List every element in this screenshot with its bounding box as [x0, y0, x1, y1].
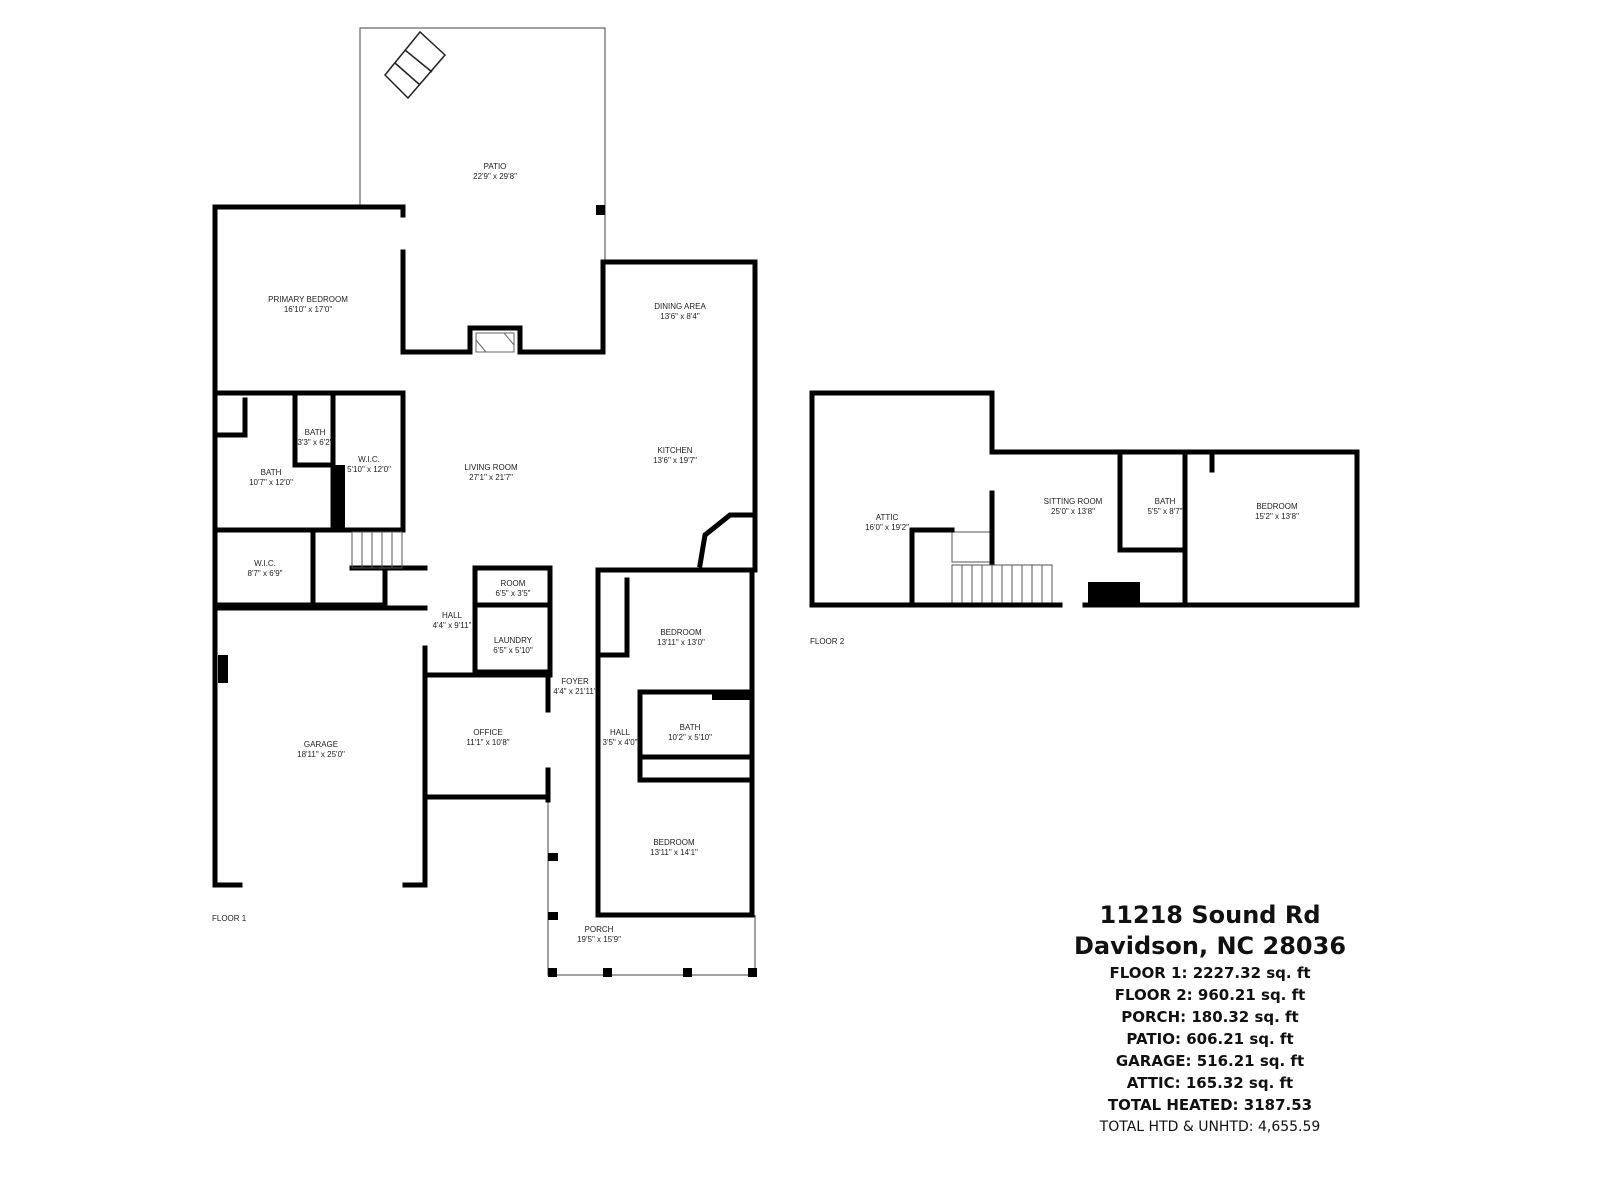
stat-attic: ATTIC: 165.32 sq. ft — [1126, 1074, 1294, 1092]
stat-floor-2: FLOOR 2: 960.21 sq. ft — [1114, 986, 1306, 1004]
stat-patio: PATIO: 606.21 sq. ft — [1126, 1030, 1294, 1048]
room-name: W.I.C. — [254, 559, 276, 568]
stat-garage: GARAGE: 516.21 sq. ft — [1115, 1052, 1305, 1070]
room-name: BATH — [679, 723, 701, 732]
room-dims: 4'4" x 9'11" — [432, 621, 472, 630]
room-dims: 13'11" x 13'0" — [657, 638, 705, 647]
room-dims: 5'5" x 8'7" — [1147, 507, 1183, 516]
stat-floor-1: FLOOR 1: 2227.32 sq. ft — [1109, 964, 1311, 982]
room-name: BATH — [304, 428, 326, 437]
floor-2-label: FLOOR 2 — [810, 637, 845, 646]
room-name: HALL — [609, 728, 631, 737]
walls-floor-2 — [809, 390, 1360, 608]
room-dims: 4'4" x 21'11" — [553, 687, 597, 696]
thin-outlines — [359, 27, 756, 976]
room-label-wic: W.I.C.8'7" x 6'9" — [248, 559, 283, 579]
room-dims: 13'6" x 19'7" — [653, 456, 697, 465]
room-name: BEDROOM — [653, 838, 695, 847]
room-dims: 25'0" x 13'8" — [1051, 507, 1095, 516]
room-dims: 13'11" x 14'1" — [650, 848, 698, 857]
room-dims: 13'6" x 8'4" — [660, 312, 700, 321]
room-name: SITTING ROOM — [1043, 497, 1103, 506]
room-name: PRIMARY BEDROOM — [268, 295, 348, 304]
room-dims: 11'1" x 10'8" — [466, 738, 510, 747]
solid-blocks — [218, 205, 1140, 977]
room-name: ROOM — [500, 579, 526, 588]
stat-total-heated: TOTAL HEATED: 3187.53 — [1107, 1096, 1313, 1114]
room-name: BEDROOM — [1256, 502, 1298, 511]
stairs — [351, 531, 1053, 606]
room-dims: 16'0" x 19'2" — [865, 523, 909, 532]
room-dims: 5'10" x 12'0" — [347, 465, 391, 474]
room-name: ATTIC — [875, 513, 899, 522]
room-name: W.I.C. — [358, 455, 380, 464]
room-name: DINING AREA — [654, 302, 706, 311]
stat-total-all: TOTAL HTD & UNHTD: 4,655.59 — [1099, 1119, 1321, 1135]
room-name: HALL — [441, 611, 462, 620]
floor-1-label: FLOOR 1 — [212, 914, 247, 923]
room-dims: 3'3" x 6'2" — [297, 438, 333, 447]
room-dims: 8'7" x 6'9" — [247, 569, 283, 578]
room-dims: 6'5" x 3'5" — [495, 589, 531, 598]
room-dims: 18'11" x 25'0" — [297, 750, 345, 759]
address-line-1: 11218 Sound Rd — [1099, 901, 1321, 929]
room-name: BEDROOM — [660, 628, 702, 637]
room-name: BATH — [1154, 497, 1176, 506]
room-dims: 3'5" x 4'0" — [602, 738, 638, 747]
room-name: PATIO — [483, 162, 507, 171]
room-name: PORCH — [584, 925, 614, 934]
room-name: FOYER — [561, 677, 589, 686]
room-dims: 27'1" x 21'7" — [469, 473, 513, 482]
fireplace-hatch — [475, 332, 515, 353]
room-dims: 15'2" x 13'8" — [1255, 512, 1299, 521]
property-summary: 11218 Sound Rd Davidson, NC 28036 FLOOR … — [1060, 900, 1360, 1138]
address-line-2: Davidson, NC 28036 — [1073, 932, 1347, 960]
room-dims: 10'7" x 12'0" — [249, 478, 293, 487]
room-name: OFFICE — [473, 728, 503, 737]
room-dims: 19'5" x 15'9" — [577, 935, 621, 944]
walls-floor-1 — [212, 204, 758, 918]
room-dims: 6'5" x 5'10" — [493, 646, 533, 655]
room-name: LAUNDRY — [493, 636, 533, 645]
room-dims: 10'2" x 5'10" — [668, 733, 712, 742]
room-name: GARAGE — [303, 740, 339, 749]
room-name: BATH — [260, 468, 282, 477]
room-name: LIVING ROOM — [464, 463, 518, 472]
stat-porch: PORCH: 180.32 sq. ft — [1121, 1008, 1299, 1026]
room-dims: 22'9" x 29'8" — [473, 172, 517, 181]
room-name: KITCHEN — [657, 446, 693, 455]
room-dims: 16'10" x 17'0" — [283, 305, 333, 314]
room-label-wic-primary: W.I.C.5'10" x 12'0" — [347, 455, 391, 475]
patio-grill-icon — [383, 30, 447, 100]
